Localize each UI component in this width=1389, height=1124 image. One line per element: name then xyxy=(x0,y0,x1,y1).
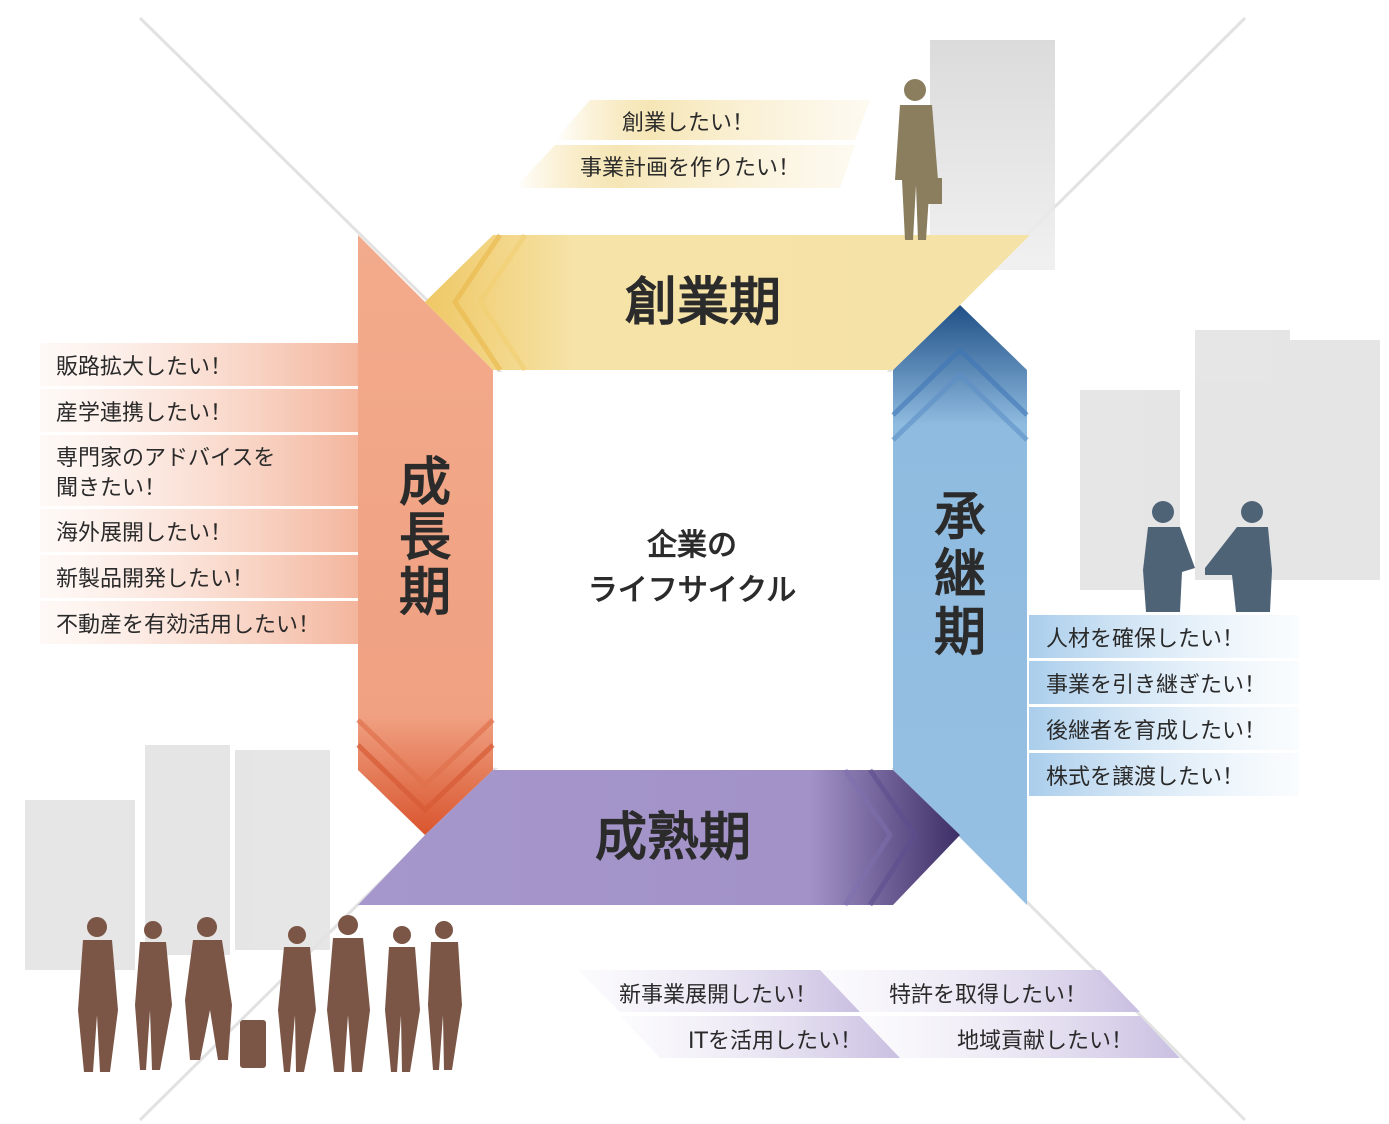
growth-label: 成 長 期 xyxy=(399,453,452,623)
growth-item-6: 不動産を有効活用したい！ xyxy=(56,613,320,638)
founding-item-2: 事業計画を作りたい！ xyxy=(580,156,800,181)
handshake-silhouette xyxy=(1143,501,1272,612)
succession-label-char-3: 期 xyxy=(934,603,986,663)
founding-item-1: 創業したい！ xyxy=(622,111,754,136)
growth-label-char-3: 期 xyxy=(399,563,451,623)
growth-label-char-2: 長 xyxy=(399,508,452,568)
businessman-silhouette xyxy=(895,79,942,240)
maturity-item-1: 新事業展開したい！ xyxy=(619,983,817,1008)
succession-items: 人材を確保したい！ 事業を引き継ぎたい！ 後継者を育成したい！ 株式を譲渡したい… xyxy=(1029,615,1299,796)
succession-item-1: 人材を確保したい！ xyxy=(1046,627,1244,652)
buildings-top-right xyxy=(930,40,1380,590)
founding-items: 創業したい！ 事業計画を作りたい！ xyxy=(515,100,870,188)
center-square xyxy=(495,372,895,768)
growth-item-2: 産学連携したい！ xyxy=(56,401,232,426)
succession-label-char-1: 承 xyxy=(934,488,986,548)
succession-item-4: 株式を譲渡したい！ xyxy=(1046,765,1244,790)
center-title-line1: 企業の xyxy=(647,528,737,563)
maturity-label: 成熟期 xyxy=(595,808,751,868)
founding-arrow xyxy=(425,233,1030,372)
business-people-silhouettes xyxy=(78,915,462,1072)
succession-item-2: 事業を引き継ぎたい！ xyxy=(1046,673,1266,698)
growth-item-1: 販路拡大したい！ xyxy=(56,355,232,380)
maturity-arrow xyxy=(358,768,960,907)
succession-arrow xyxy=(891,305,1029,905)
maturity-item-2: 特許を取得したい！ xyxy=(889,983,1087,1008)
succession-label: 承 継 期 xyxy=(934,488,986,663)
growth-item-5: 新製品開発したい！ xyxy=(56,567,254,592)
maturity-item-4: 地域貢献したい！ xyxy=(957,1029,1133,1054)
maturity-items: 新事業展開したい！ 特許を取得したい！ ITを活用したい！ 地域貢献したい！ xyxy=(578,970,1180,1058)
growth-item-4: 海外展開したい！ xyxy=(56,521,232,546)
center-title-line2: ライフサイクル xyxy=(588,573,797,608)
growth-item-3b: 聞きたい！ xyxy=(56,476,166,501)
growth-items: 販路拡大したい！ 産学連携したい！ 専門家のアドバイスを 聞きたい！ 海外展開し… xyxy=(40,343,358,644)
succession-label-char-2: 継 xyxy=(934,545,986,605)
growth-label-char-1: 成 xyxy=(399,453,451,513)
growth-item-3a: 専門家のアドバイスを xyxy=(56,446,275,471)
growth-arrow xyxy=(356,235,495,835)
succession-item-3: 後継者を育成したい！ xyxy=(1046,719,1266,744)
buildings-bottom-left xyxy=(25,745,330,970)
maturity-item-3: ITを活用したい！ xyxy=(688,1029,862,1054)
founding-label: 創業期 xyxy=(625,273,781,333)
